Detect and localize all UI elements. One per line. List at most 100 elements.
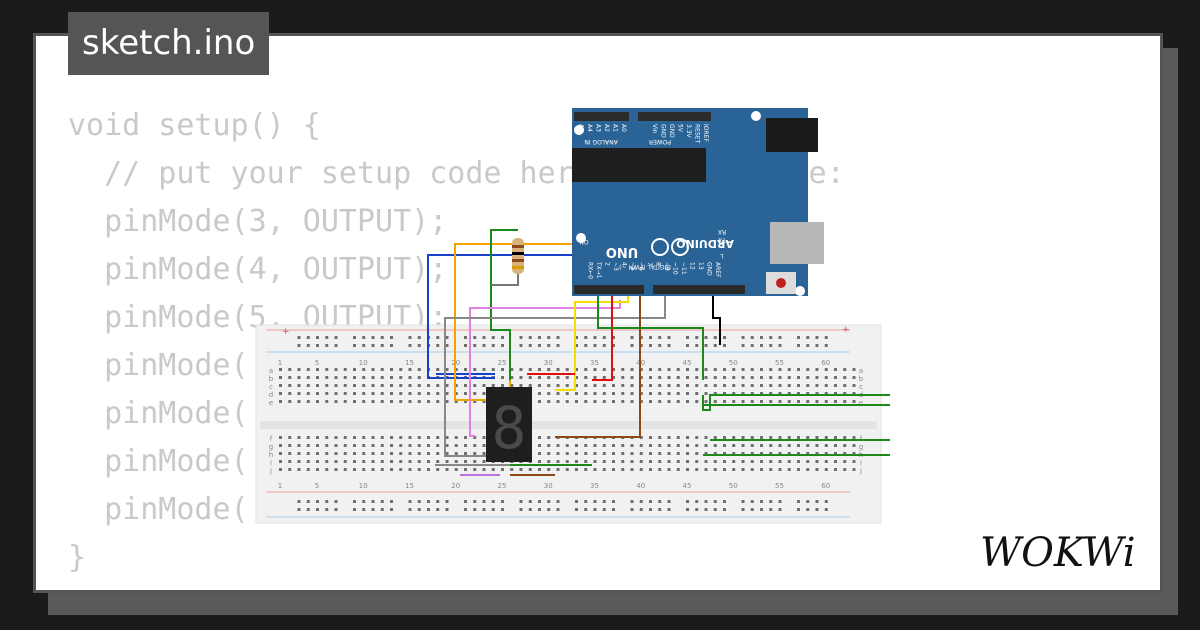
svg-text:g: g	[859, 443, 863, 451]
svg-text:30: 30	[544, 359, 553, 367]
code-line: pinMode(	[68, 348, 249, 383]
svg-text:A4: A4	[586, 124, 593, 132]
svg-text:c: c	[269, 383, 273, 391]
circuit-diagram: + + 115510101515202025253030353540404545…	[255, 108, 890, 524]
svg-text:45: 45	[683, 482, 692, 490]
svg-text:~9: ~9	[663, 262, 670, 271]
microcontroller-chip	[572, 148, 706, 182]
svg-text:b: b	[269, 375, 274, 383]
svg-text:10: 10	[359, 482, 368, 490]
svg-text:+: +	[842, 325, 850, 335]
code-line: pinMode(3, OUTPUT);	[68, 204, 448, 239]
code-line: void setup() {	[68, 108, 321, 143]
svg-text:f: f	[270, 435, 273, 443]
svg-text:d: d	[269, 391, 273, 399]
svg-text:POWER: POWER	[649, 138, 671, 145]
svg-text:j: j	[269, 467, 272, 475]
svg-text:1: 1	[278, 359, 282, 367]
svg-text:A2: A2	[603, 124, 610, 132]
file-tab[interactable]: sketch.ino	[68, 12, 270, 75]
resistor	[512, 238, 524, 274]
svg-text:TX→1: TX→1	[595, 261, 602, 279]
svg-text:40: 40	[636, 482, 645, 490]
svg-text:L: L	[720, 252, 724, 259]
code-line: pinMode(	[68, 444, 249, 479]
svg-text:15: 15	[405, 359, 414, 367]
code-line: }	[68, 540, 87, 575]
svg-text:30: 30	[544, 482, 553, 490]
svg-text:b: b	[859, 375, 864, 383]
svg-text:13: 13	[697, 262, 704, 270]
svg-text:~11: ~11	[680, 262, 687, 275]
svg-text:ON: ON	[579, 238, 588, 245]
svg-text:+: +	[282, 327, 290, 337]
svg-text:i: i	[860, 459, 862, 467]
svg-text:55: 55	[775, 359, 784, 367]
svg-text:60: 60	[821, 359, 830, 367]
svg-text:~10: ~10	[672, 262, 679, 275]
svg-text:~3: ~3	[612, 262, 619, 271]
svg-text:60: 60	[821, 482, 830, 490]
svg-text:UNO: UNO	[606, 244, 639, 259]
breadboard: + + 115510101515202025253030353540404545…	[255, 324, 882, 524]
svg-text:4: 4	[621, 262, 628, 266]
svg-text:AREF: AREF	[714, 262, 721, 278]
svg-text:7: 7	[646, 262, 653, 266]
svg-text:A1: A1	[612, 124, 619, 132]
svg-text:5V: 5V	[677, 124, 684, 133]
svg-text:e: e	[269, 399, 273, 407]
svg-text:A3: A3	[595, 124, 602, 132]
svg-text:RX←0: RX←0	[587, 262, 594, 279]
svg-text:ANALOG IN: ANALOG IN	[584, 138, 617, 145]
svg-text:35: 35	[590, 482, 599, 490]
svg-text:25: 25	[498, 482, 507, 490]
svg-text:GND: GND	[706, 262, 713, 276]
svg-text:ARDUINO: ARDUINO	[676, 237, 734, 250]
code-line: pinMode(4, OUTPUT);	[68, 252, 448, 287]
svg-text:55: 55	[775, 482, 784, 490]
svg-text:5: 5	[315, 482, 319, 490]
svg-text:45: 45	[683, 359, 692, 367]
svg-text:Vin: Vin	[651, 124, 658, 134]
wires	[427, 229, 890, 476]
arduino-uno-board: ARDUINO UNO DIGITAL (PWM ~) ANALOG IN PO…	[572, 108, 824, 296]
svg-text:TX: TX	[718, 236, 727, 243]
svg-text:GND: GND	[668, 124, 675, 138]
svg-text:1: 1	[278, 482, 282, 490]
code-line: pinMode(	[68, 492, 249, 527]
svg-text:a: a	[859, 367, 863, 375]
svg-text:3.3V: 3.3V	[685, 124, 692, 139]
svg-text:g: g	[269, 443, 273, 451]
svg-text:5: 5	[315, 359, 319, 367]
svg-text:i: i	[270, 459, 272, 467]
svg-text:e: e	[859, 399, 863, 407]
svg-text:15: 15	[405, 482, 414, 490]
svg-text:2: 2	[604, 262, 611, 266]
svg-text:8: 8	[655, 262, 662, 266]
svg-text:25: 25	[498, 359, 507, 367]
segment-digit: 8	[492, 394, 527, 462]
svg-text:IOREF: IOREF	[702, 124, 709, 142]
svg-text:h: h	[269, 451, 273, 459]
svg-text:GND: GND	[660, 124, 667, 138]
svg-text:12: 12	[689, 262, 696, 270]
svg-text:35: 35	[590, 359, 599, 367]
svg-text:~5: ~5	[629, 262, 636, 271]
code-line: pinMode(	[68, 396, 249, 431]
svg-text:A0: A0	[620, 124, 627, 132]
svg-text:a: a	[269, 367, 273, 375]
svg-text:WOKWi: WOKWi	[980, 530, 1136, 576]
svg-text:A5: A5	[578, 124, 585, 132]
svg-text:DIGITAL (PWM ~): DIGITAL (PWM ~)	[619, 263, 671, 270]
svg-text:c: c	[859, 383, 863, 391]
svg-text:j: j	[859, 467, 862, 475]
svg-text:50: 50	[729, 482, 738, 490]
svg-text:50: 50	[729, 359, 738, 367]
svg-text:RX: RX	[718, 228, 726, 235]
svg-text:RESET: RESET	[694, 124, 701, 144]
svg-text:10: 10	[359, 359, 368, 367]
svg-text:~6: ~6	[638, 262, 645, 271]
svg-text:20: 20	[451, 482, 460, 490]
seven-segment-display: 8	[486, 387, 532, 462]
wokwi-logo: WOKWi	[980, 530, 1136, 576]
